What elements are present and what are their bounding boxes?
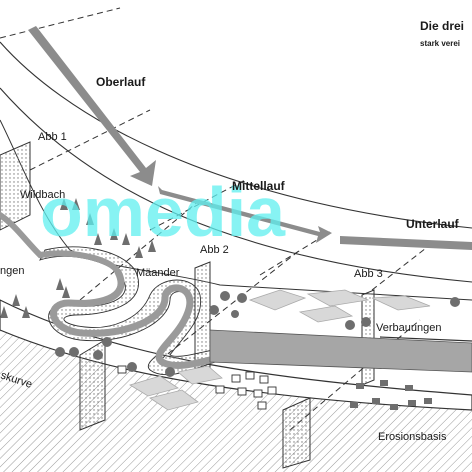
arrow-middle xyxy=(158,186,332,243)
label-fig-1: Abb 1 xyxy=(38,131,67,143)
label-fig-3: Abb 3 xyxy=(354,268,383,280)
diagram-title: Die drei xyxy=(420,19,464,33)
label-lower-course: Unterlauf xyxy=(406,217,460,231)
cross-section-1 xyxy=(0,141,31,231)
label-embankments: Verbauungen xyxy=(376,322,441,334)
upper-boundary-curve xyxy=(0,41,472,229)
label-torrent: Wildbach xyxy=(20,189,65,201)
trees xyxy=(0,198,460,377)
arrow-upper xyxy=(28,26,156,186)
houses xyxy=(117,365,277,410)
watermark: omedia xyxy=(40,173,286,251)
label-meander: Mäander xyxy=(136,267,180,279)
embankment-line xyxy=(379,336,472,342)
label-fig-2: Abb 2 xyxy=(200,244,229,256)
cross-section-2 xyxy=(79,339,106,431)
lower-river xyxy=(209,329,472,373)
meander-river xyxy=(50,268,249,369)
label-upper-course: Oberlauf xyxy=(96,75,146,89)
arrow-lower xyxy=(340,236,472,250)
dashed-top-edge xyxy=(0,7,121,39)
torrent-channel xyxy=(0,212,121,275)
diagram-subtitle: stark verei xyxy=(420,39,460,48)
label-middle-course: Mittellauf xyxy=(232,179,286,193)
stage-arrows xyxy=(28,26,472,250)
factories xyxy=(350,380,432,410)
label-left-partial: ngen xyxy=(0,265,24,277)
label-erosion-base: Erosionsbasis xyxy=(378,431,447,443)
ground-strata xyxy=(0,330,472,472)
fields xyxy=(129,289,431,411)
cross-section-4 xyxy=(282,397,311,469)
